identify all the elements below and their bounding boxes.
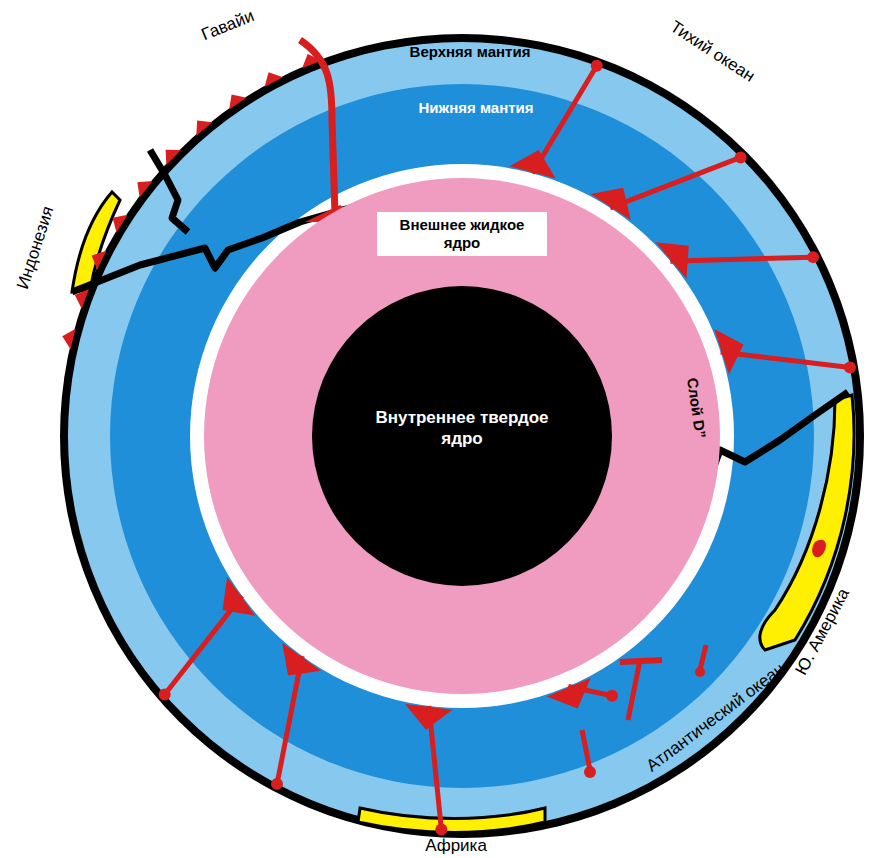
trench-tooth (196, 120, 212, 135)
plume (700, 645, 706, 670)
plume-foot (591, 188, 631, 220)
trench-tooth (265, 72, 284, 87)
trench-tooth (229, 94, 246, 109)
hawaii-plume (300, 40, 335, 215)
outer-core: Внешнее жидкое ядроВнутреннее твердое яд… (204, 178, 720, 694)
plume-head (620, 660, 662, 662)
continent-name: Ю. Америка (792, 586, 853, 679)
plume-head (735, 151, 747, 163)
plume-foot (547, 678, 591, 709)
plume-head (435, 823, 447, 835)
plume-head (591, 60, 603, 72)
trench-tooth (166, 150, 181, 165)
place-name: Индонезия (14, 204, 58, 292)
layer-name: Нижняя мантия (418, 100, 533, 117)
plume-foot (714, 329, 743, 374)
ocean-name: Атлантический океан (643, 660, 788, 776)
continent-name: Африка (425, 837, 487, 856)
plume (628, 660, 640, 720)
plume (721, 352, 850, 368)
core-label: Внутреннее твердое ядро (362, 407, 562, 449)
plume-head (159, 688, 171, 700)
inner-core-disc (312, 286, 612, 586)
plume-head (271, 778, 283, 790)
outer-core-disc (204, 178, 720, 694)
trench-tooth (92, 251, 107, 270)
plume-head (844, 362, 856, 374)
subducting-slab (150, 150, 188, 232)
upper-mantle (68, 42, 856, 830)
plume-foot (510, 150, 556, 178)
plume-head (584, 766, 596, 778)
d-layer (190, 164, 734, 708)
trench-tooth (113, 215, 128, 233)
ocean-name: Тихий океан (666, 18, 757, 86)
plume (582, 730, 590, 770)
inner-core: Внутреннее твердое ядро (312, 286, 612, 586)
africa-plate (358, 808, 545, 833)
plume-head (606, 690, 618, 702)
trench-tooth (302, 54, 321, 68)
plume-head (695, 667, 705, 677)
core-label-box: Внешнее жидкое ядро (377, 212, 547, 256)
plume (670, 257, 813, 261)
plume (610, 157, 740, 207)
trench-tooth (75, 289, 89, 309)
plume-head (812, 540, 826, 558)
plume-foot (405, 704, 452, 730)
place-name: Гавайи (199, 7, 257, 45)
trench-tooth (62, 329, 75, 349)
lower-mantle (110, 84, 814, 788)
plume-head (807, 251, 819, 263)
trench-tooth (137, 181, 152, 198)
layer-name: Верхняя мантия (410, 44, 531, 61)
crust (60, 34, 864, 838)
